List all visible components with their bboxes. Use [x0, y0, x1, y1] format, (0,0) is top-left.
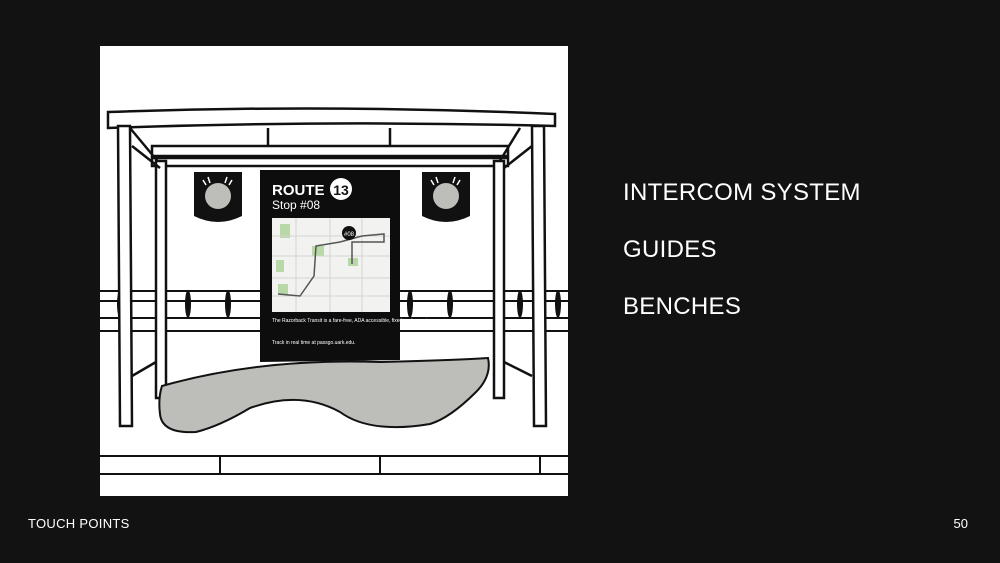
bus-shelter-drawing: ROUTE 13 Stop #08 — [100, 107, 568, 475]
sign-description: The Razorback Transit is a fare-free, AD… — [272, 318, 434, 324]
sign-route-number: 13 — [333, 182, 349, 198]
page-number: 50 — [953, 516, 968, 531]
sign-tracking: Track in real time at passgo.uark.edu. — [272, 340, 355, 346]
touch-point-guides: GUIDES — [623, 236, 717, 263]
route-number-badge — [330, 178, 352, 200]
sign-stop-label: Stop #08 — [272, 198, 320, 212]
svg-text:The Razorback Transit is a far: The Razorback Transit is a fare-free, AD… — [272, 318, 434, 324]
bus-stop-illustration: ROUTE 13 Stop #08 — [100, 46, 568, 496]
route-sign: ROUTE 13 Stop #08 — [260, 170, 434, 362]
touch-points-list: INTERCOM SYSTEM GUIDES BENCHES — [623, 176, 861, 347]
svg-text:Track in real time at passgo.u: Track in real time at passgo.uark.edu. — [272, 340, 355, 346]
shelter-roof — [106, 107, 557, 168]
shelter-posts — [116, 124, 548, 428]
intercom-speaker-right — [422, 172, 470, 222]
bench — [158, 356, 490, 434]
route-map: #08 — [272, 218, 390, 312]
touch-point-intercom: INTERCOM SYSTEM — [623, 179, 861, 206]
map-stop-marker: #08 — [344, 232, 355, 238]
section-label: TOUCH POINTS — [28, 516, 130, 531]
intercom-speaker-left — [194, 172, 242, 222]
touch-point-benches: BENCHES — [623, 293, 742, 320]
sign-route-label: ROUTE — [272, 182, 325, 199]
